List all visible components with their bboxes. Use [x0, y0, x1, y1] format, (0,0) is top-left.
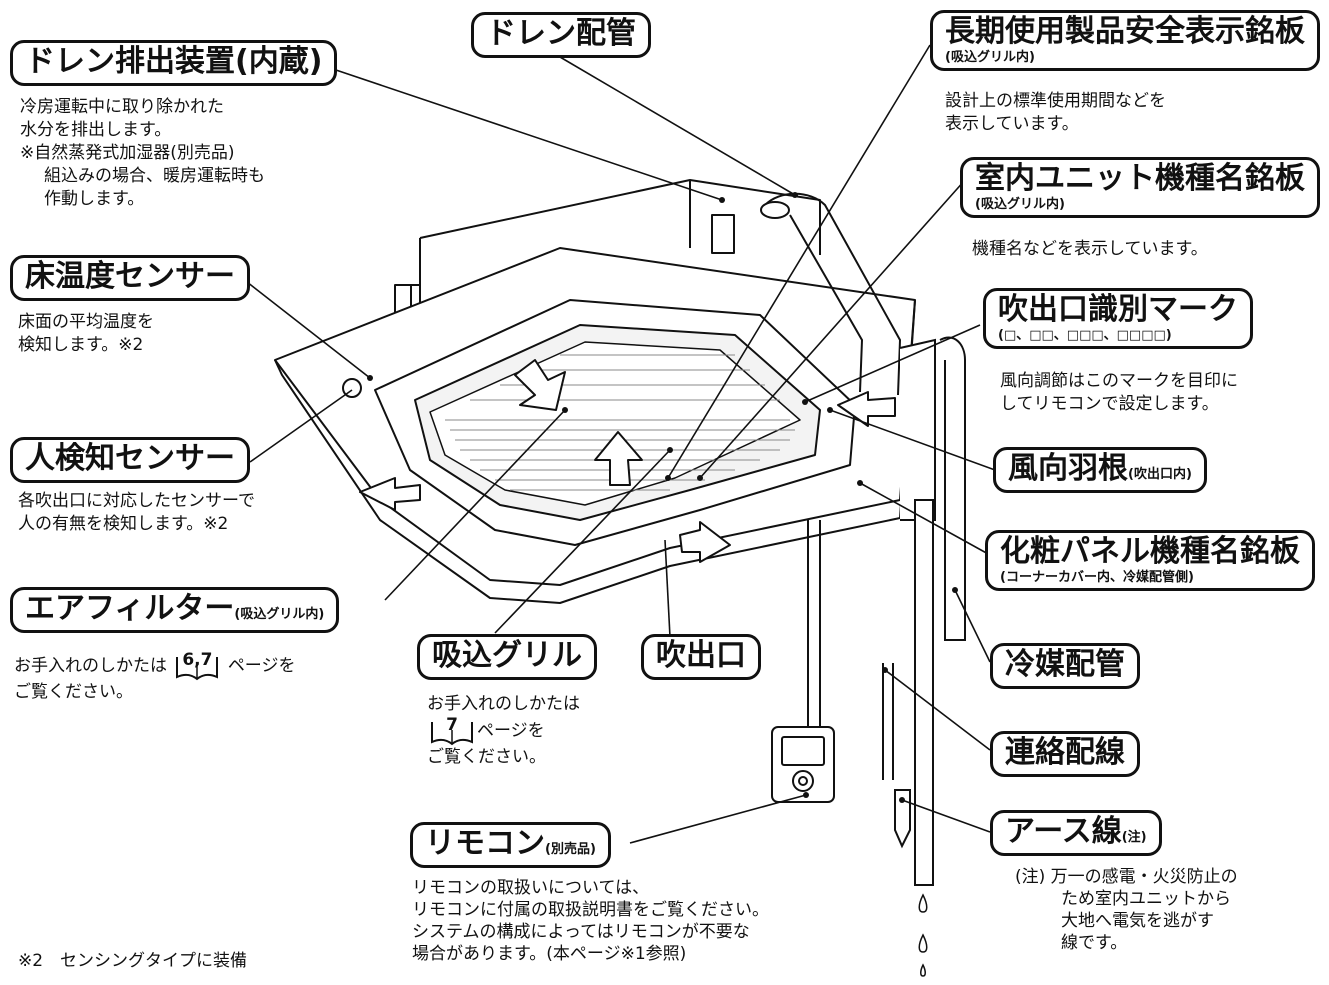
refrigerant-pipe-label: 冷媒配管: [990, 643, 1140, 689]
drain-device-desc-line4: 組込みの場合、暖房運転時も: [44, 165, 265, 186]
intake-grille-desc1: お手入れのしかたは: [427, 694, 580, 714]
outlet-mark-label: 吹出口識別マーク (□、□□、□□□、□□□□): [983, 288, 1253, 349]
intake-grille-ref: 7: [446, 714, 458, 735]
earth-wire-note: (注) 万一の感電・火災防止の ため室内ユニットから 大地へ電気を逃がす 線です…: [1015, 866, 1238, 954]
air-filter-desc: お手入れのしかたは 6,7 ページを ご覧ください。: [14, 650, 296, 704]
remote-small: (別売品): [545, 842, 596, 857]
drain-device-desc-line2: 水分を排出します。: [20, 119, 172, 140]
floor-sensor-desc-line2: 検知します。※2: [18, 334, 144, 355]
air-filter-desc2: ご覧ください。: [14, 682, 133, 702]
air-filter-title: エアフィルター: [25, 591, 235, 626]
louver-label: 風向羽根(吹出口内): [993, 447, 1207, 493]
air-filter-small: (吸込グリル内): [234, 607, 325, 622]
louver-small: (吹出口内): [1128, 467, 1192, 482]
drain-device-desc: 冷房運転中に取り除かれた 水分を排出します。 ※自然蒸発式加湿器(別売品) 組込…: [20, 96, 265, 211]
outlet-mark-sub: (□、□□、□□□、□□□□): [998, 327, 1172, 343]
intake-grille-label: 吸込グリル: [417, 634, 597, 680]
floor-sensor-label: 床温度センサー: [10, 255, 250, 301]
human-sensor-desc-line1: 各吹出口に対応したセンサーで: [18, 491, 255, 511]
earth-wire-note-line4: 線です。: [1061, 933, 1128, 954]
louver-title: 風向羽根: [1008, 451, 1128, 486]
outlet-mark-title: 吹出口識別マーク: [998, 292, 1238, 327]
drain-device-label: ドレン排出装置(内蔵): [10, 40, 338, 86]
intake-grille-desc: お手入れのしかたは 7 ページを ご覧ください。: [427, 693, 580, 769]
indoor-plate-label: 室内ユニット機種名銘板 (吸込グリル内): [960, 157, 1320, 218]
safety-plate-desc-line2: 表示しています。: [945, 113, 1079, 134]
outlet-mark-desc-line2: してリモコンで設定します。: [1000, 393, 1219, 414]
remote-desc-line3: システムの構成によってはリモコンが不要な: [412, 922, 750, 943]
panel-plate-title: 化粧パネル機種名銘板: [1000, 534, 1300, 569]
book-icon: 6,7: [174, 650, 220, 681]
footnote: ※2 センシングタイプに装備: [18, 951, 248, 971]
intake-grille-desc2: ページを: [477, 720, 545, 741]
floor-sensor-desc: 床面の平均温度を 検知します。※2: [18, 311, 154, 357]
earth-wire-label: アース線(注): [990, 810, 1162, 856]
earth-wire-title: アース線: [1005, 814, 1122, 849]
human-sensor-desc: 各吹出口に対応したセンサーで 人の有無を検知します。※2: [18, 490, 255, 536]
floor-sensor-desc-line1: 床面の平均温度を: [18, 312, 154, 332]
indoor-plate-sub: (吸込グリル内): [975, 196, 1065, 212]
remote-label: リモコン(別売品): [410, 822, 611, 868]
drain-device-desc-line1: 冷房運転中に取り除かれた: [20, 97, 224, 117]
air-filter-desc-post: ページを: [227, 656, 296, 676]
drain-device-desc-line5: 作動します。: [44, 188, 145, 209]
safety-plate-desc-line1: 設計上の標準使用期間などを: [945, 91, 1166, 111]
panel-plate-label: 化粧パネル機種名銘板 (コーナーカバー内、冷媒配管側): [985, 530, 1315, 591]
drain-pipe-label: ドレン配管: [471, 12, 651, 58]
human-sensor-desc-line2: 人の有無を検知します。※2: [18, 513, 229, 534]
air-filter-ref: 6,7: [182, 650, 213, 670]
air-filter-label: エアフィルター(吸込グリル内): [10, 587, 340, 633]
drain-device-desc-line3: ※自然蒸発式加湿器(別売品): [20, 142, 235, 163]
air-filter-desc-pre: お手入れのしかたは: [14, 656, 167, 676]
panel-plate-sub: (コーナーカバー内、冷媒配管側): [1000, 569, 1194, 585]
indoor-plate-title: 室内ユニット機種名銘板: [975, 161, 1305, 196]
intake-grille-desc3: ご覧ください。: [427, 746, 546, 767]
earth-wire-note-line1: (注) 万一の感電・火災防止の: [1015, 867, 1238, 887]
safety-plate-sub: (吸込グリル内): [945, 49, 1035, 65]
earth-wire-note-line3: 大地へ電気を逃がす: [1061, 911, 1214, 932]
remote-desc: リモコンの取扱いについては、 リモコンに付属の取扱説明書をご覧ください。 システ…: [412, 877, 769, 965]
human-sensor-label: 人検知センサー: [10, 437, 250, 483]
safety-plate-desc: 設計上の標準使用期間などを 表示しています。: [945, 90, 1166, 136]
indoor-plate-desc: 機種名などを表示しています。: [972, 239, 1208, 259]
remote-desc-line1: リモコンの取扱いについては、: [412, 878, 650, 898]
safety-plate-title: 長期使用製品安全表示銘板: [945, 14, 1305, 49]
book-icon: 7: [429, 714, 475, 746]
remote-desc-line4: 場合があります。(本ページ※1参照): [412, 944, 687, 965]
safety-plate-label: 長期使用製品安全表示銘板 (吸込グリル内): [930, 10, 1320, 71]
outlet-mark-desc-line1: 風向調節はこのマークを目印に: [1000, 371, 1238, 391]
earth-wire-small: (注): [1121, 830, 1147, 845]
outlet-label: 吹出口: [641, 634, 761, 680]
earth-wire-note-line2: ため室内ユニットから: [1061, 889, 1231, 910]
remote-title: リモコン: [425, 826, 545, 861]
connecting-wire-label: 連絡配線: [990, 731, 1140, 777]
outlet-mark-desc: 風向調節はこのマークを目印に してリモコンで設定します。: [1000, 370, 1238, 416]
remote-desc-line2: リモコンに付属の取扱説明書をご覧ください。: [412, 900, 769, 921]
